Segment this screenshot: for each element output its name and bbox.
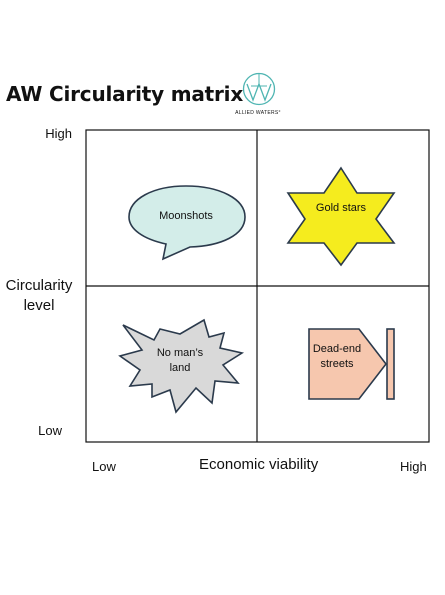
dead-end-streets-label: Dead-end streets — [312, 343, 362, 370]
x-axis-title: Economic viability — [199, 456, 319, 473]
x-axis-low-label: Low — [92, 459, 116, 474]
x-axis-high-label: High — [400, 459, 427, 474]
moonshots-speech-bubble — [128, 185, 246, 261]
y-axis-low-label: Low — [38, 423, 62, 438]
moonshots-label: Moonshots — [159, 210, 213, 222]
dead-end-wall — [386, 328, 395, 400]
no-mans-land-label: No man’s land — [156, 347, 204, 374]
allied-waters-logo: ALLIED WATERS° — [228, 72, 288, 122]
y-axis-title: Circularity level — [5, 277, 73, 314]
gold-stars-star — [286, 166, 396, 267]
allied-waters-logo-icon — [242, 72, 276, 106]
dead-end-arrow — [308, 328, 388, 400]
logo-wordmark: ALLIED WATERS° — [235, 110, 281, 116]
gold-stars-label: Gold stars — [315, 202, 367, 214]
no-mans-land-explosion — [118, 318, 245, 414]
y-axis-high-label: High — [45, 126, 72, 141]
page-title: AW Circularity matrix — [6, 82, 244, 106]
